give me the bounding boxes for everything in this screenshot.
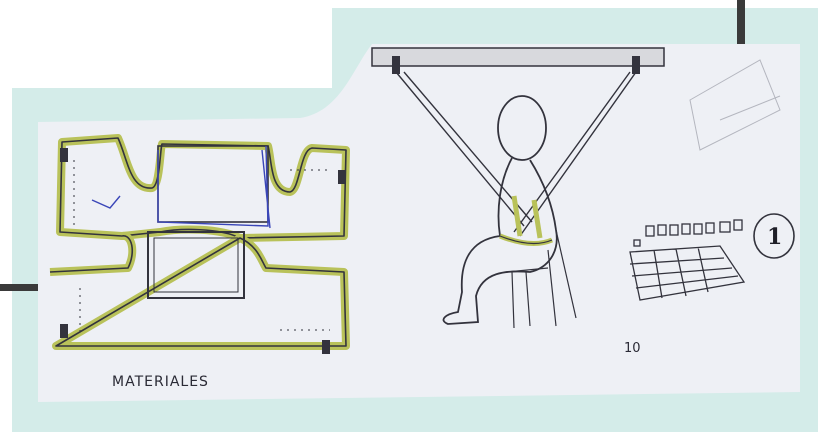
suspension-bar	[372, 48, 664, 66]
sheet-number: 1	[767, 224, 782, 250]
connector-line-top	[737, 0, 745, 44]
materials-caption: MATERIALES	[112, 374, 209, 390]
dimension-label: 10	[624, 341, 641, 356]
